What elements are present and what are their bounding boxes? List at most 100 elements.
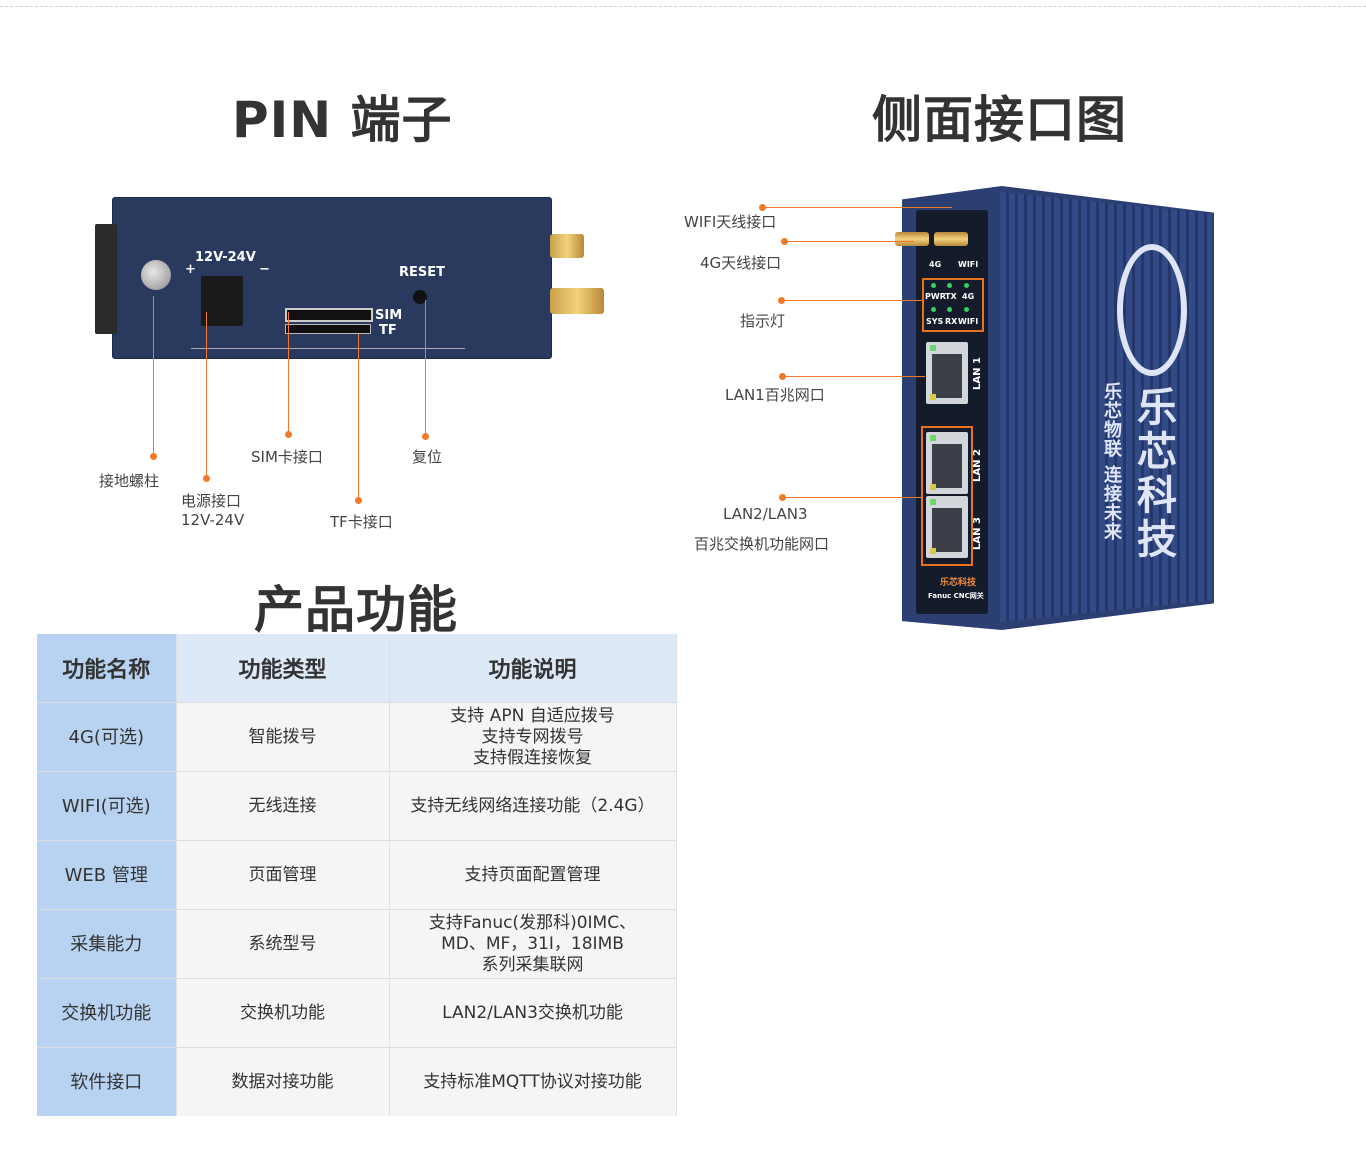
table-row: WIFI(可选) 无线连接 支持无线网络连接功能（2.4G） xyxy=(37,771,677,841)
device-side-block xyxy=(95,224,117,334)
ground-label: 接地螺柱 xyxy=(99,472,160,490)
wifi-antenna-connector xyxy=(934,232,968,246)
desc-line: 支持假连接恢复 xyxy=(473,747,592,768)
wifi-ant-label: WIFI天线接口 xyxy=(684,213,777,231)
power-callout-line xyxy=(206,312,207,478)
cell-type: 页面管理 xyxy=(176,840,390,910)
led-sys xyxy=(931,307,936,312)
desc-line: 系列采集联网 xyxy=(481,954,584,975)
power-label-line2: 12V-24V xyxy=(181,511,245,529)
power-callout-dot xyxy=(203,475,210,482)
ground-screw xyxy=(141,260,171,290)
led-pwr-label: PWR xyxy=(925,292,946,301)
led-wifi-label: WIFI xyxy=(958,317,979,326)
led-wifi xyxy=(964,307,969,312)
cell-desc: 支持 APN 自适应拨号 支持专网拨号 支持假连接恢复 xyxy=(389,702,677,772)
cell-desc: 支持无线网络连接功能（2.4G） xyxy=(389,771,677,841)
desc-line: 支持专网拨号 xyxy=(481,726,584,747)
lan23-label-line1: LAN2/LAN3 xyxy=(723,505,808,523)
sim-callout-dot xyxy=(285,431,292,438)
lan1-callout-line xyxy=(782,376,925,377)
lan1-callout-label: LAN1百兆网口 xyxy=(725,386,825,404)
indicator-callout-line xyxy=(781,300,922,301)
lan23-box xyxy=(921,426,973,566)
sim-callout-label: SIM卡接口 xyxy=(251,448,323,466)
lan2-port xyxy=(926,432,968,494)
device-edge-line xyxy=(191,348,465,349)
brand-vertical-text: 乐芯科技 xyxy=(1130,386,1176,562)
wifi-callout-line xyxy=(762,207,952,208)
product-function-table: 功能名称 功能类型 功能说明 4G(可选) 智能拨号 支持 APN 自适应拨号 … xyxy=(37,634,677,1116)
table-row: 4G(可选) 智能拨号 支持 APN 自适应拨号 支持专网拨号 支持假连接恢复 xyxy=(37,702,677,772)
reset-callout-label: 复位 xyxy=(412,448,443,466)
lan1-port-label: LAN 1 xyxy=(972,357,983,390)
cell-desc: 支持标准MQTT协议对接功能 xyxy=(389,1047,677,1116)
plus-sign: + xyxy=(185,262,196,277)
product-section-title: 产品功能 xyxy=(254,581,458,639)
cell-name: 采集能力 xyxy=(37,909,177,979)
led-pwr xyxy=(931,283,936,288)
cell-name: 软件接口 xyxy=(37,1047,177,1116)
tf-label: TF xyxy=(379,323,397,338)
desc-line: LAN2/LAN3交换机功能 xyxy=(442,1002,623,1023)
cell-type: 数据对接功能 xyxy=(176,1047,390,1116)
cell-name: WEB 管理 xyxy=(37,840,177,910)
sim-callout-line xyxy=(288,312,289,434)
ant-4g-label: 4G xyxy=(929,260,942,269)
power-label-line1: 电源接口 xyxy=(181,492,242,510)
cell-name: 4G(可选) xyxy=(37,702,177,772)
desc-line: MD、MF，31I，18IMB xyxy=(441,933,624,954)
antenna-connector-top xyxy=(550,234,584,258)
cell-name: 交换机功能 xyxy=(37,978,177,1048)
led-4g-label: 4G xyxy=(962,292,975,301)
sim-label: SIM xyxy=(375,308,403,323)
table-row: 软件接口 数据对接功能 支持标准MQTT协议对接功能 xyxy=(37,1047,677,1116)
lan23-callout-line xyxy=(782,497,922,498)
reset-callout-line xyxy=(425,300,426,436)
reset-button-hole xyxy=(413,290,427,304)
tf-slot xyxy=(285,324,371,334)
sim-slot xyxy=(285,308,373,322)
header-function-name: 功能名称 xyxy=(37,634,177,703)
reset-callout-dot xyxy=(422,433,429,440)
minus-sign: − xyxy=(259,262,270,277)
lan1-port xyxy=(926,342,968,404)
desc-line: 支持无线网络连接功能（2.4G） xyxy=(410,795,655,816)
brand-slogan-text: 乐芯物联 连接未来 xyxy=(1101,382,1122,542)
desc-line: 支持标准MQTT协议对接功能 xyxy=(423,1071,642,1092)
cell-type: 无线连接 xyxy=(176,771,390,841)
bottom-model-label: Fanuc CNC网关 xyxy=(928,592,984,600)
tf-callout-label: TF卡接口 xyxy=(330,513,393,531)
led-rx-label: RX xyxy=(945,317,958,326)
voltage-label: 12V-24V xyxy=(195,250,256,265)
cell-type: 系统型号 xyxy=(176,909,390,979)
desc-line: 支持 APN 自适应拨号 xyxy=(450,705,615,726)
tf-callout-line xyxy=(358,334,359,500)
indicator-box xyxy=(922,278,984,332)
brand-logo-ring xyxy=(1117,244,1187,376)
antenna-connector-bottom xyxy=(550,288,604,314)
cell-name: WIFI(可选) xyxy=(37,771,177,841)
cell-desc: 支持页面配置管理 xyxy=(389,840,677,910)
table-row: WEB 管理 页面管理 支持页面配置管理 xyxy=(37,840,677,910)
led-4g xyxy=(964,283,969,288)
ground-callout-line xyxy=(153,296,154,456)
lan2-port-label: LAN 2 xyxy=(972,449,983,482)
lan23-label-line2: 百兆交换机功能网口 xyxy=(694,535,830,553)
tf-callout-dot xyxy=(355,497,362,504)
indicator-label: 指示灯 xyxy=(740,312,786,330)
led-tx-label: TX xyxy=(945,292,957,301)
cell-desc: 支持Fanuc(发那科)0IMC、 MD、MF，31I，18IMB 系列采集联网 xyxy=(389,909,677,979)
front-device-image: 12V-24V + − SIM TF RESET xyxy=(95,197,552,359)
led-rx xyxy=(947,307,952,312)
4g-ant-label: 4G天线接口 xyxy=(700,254,782,272)
ground-callout-dot xyxy=(150,453,157,460)
table-header-row: 功能名称 功能类型 功能说明 xyxy=(37,634,677,703)
lan3-port xyxy=(926,496,968,558)
bottom-brand-label: 乐芯科技 xyxy=(940,578,977,588)
ant-wifi-label: WIFI xyxy=(958,260,979,269)
header-function-desc: 功能说明 xyxy=(389,634,677,703)
desc-line: 支持页面配置管理 xyxy=(464,864,601,885)
power-terminal xyxy=(201,276,243,326)
table-row: 交换机功能 交换机功能 LAN2/LAN3交换机功能 xyxy=(37,978,677,1048)
